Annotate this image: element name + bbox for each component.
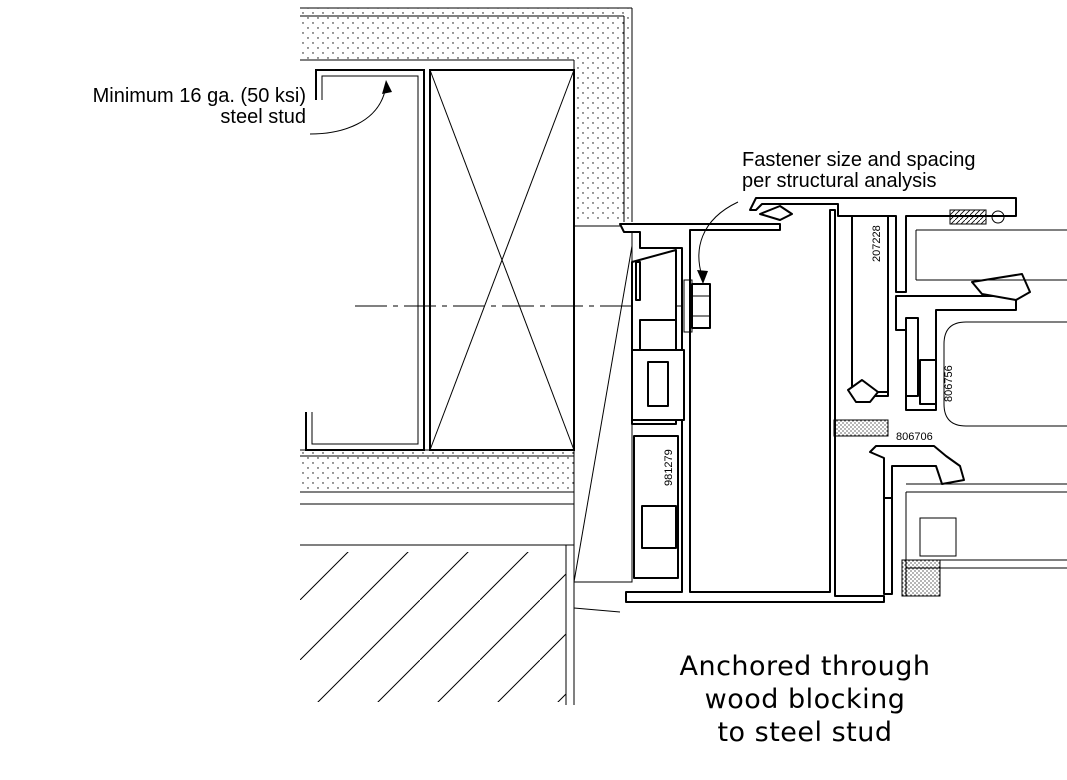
- drawing-caption: Anchored through wood blocking to steel …: [620, 650, 990, 749]
- fastener-note-line2: per structural analysis: [742, 170, 937, 192]
- frame-extrusion: [619, 209, 885, 603]
- leader-lines: [309, 80, 739, 284]
- lower-sash: [869, 445, 1067, 597]
- wall-insulation: [300, 7, 633, 546]
- part-number-207228: 207228: [871, 225, 883, 262]
- part-number-806756: 806756: [943, 365, 955, 402]
- glass-unit: [915, 229, 1067, 427]
- caption-line2: wood blocking: [704, 684, 906, 715]
- fastener-note-line1: Fastener size and spacing: [742, 149, 976, 171]
- stud-note-line1: Minimum 16 ga. (50 ksi): [92, 85, 306, 107]
- part-number-981279: 981279: [663, 449, 675, 486]
- shim: [573, 225, 633, 613]
- fastener-note: Fastener size and spacing per structural…: [742, 150, 1062, 192]
- stud-note: Minimum 16 ga. (50 ksi) steel stud: [10, 86, 306, 128]
- substrate-hatch: [300, 545, 575, 705]
- caption-line1: Anchored through: [679, 651, 931, 682]
- gasket-top: [949, 209, 1005, 225]
- glazing-bead: [895, 273, 1031, 411]
- fastener: [683, 279, 711, 333]
- wood-blocking: [429, 69, 575, 451]
- steel-stud: [305, 69, 425, 451]
- mullion-extrusion: [749, 197, 1017, 437]
- caption-line3: to steel stud: [717, 717, 893, 748]
- stud-note-line2: steel stud: [220, 106, 306, 128]
- part-number-806706: 806706: [896, 431, 933, 443]
